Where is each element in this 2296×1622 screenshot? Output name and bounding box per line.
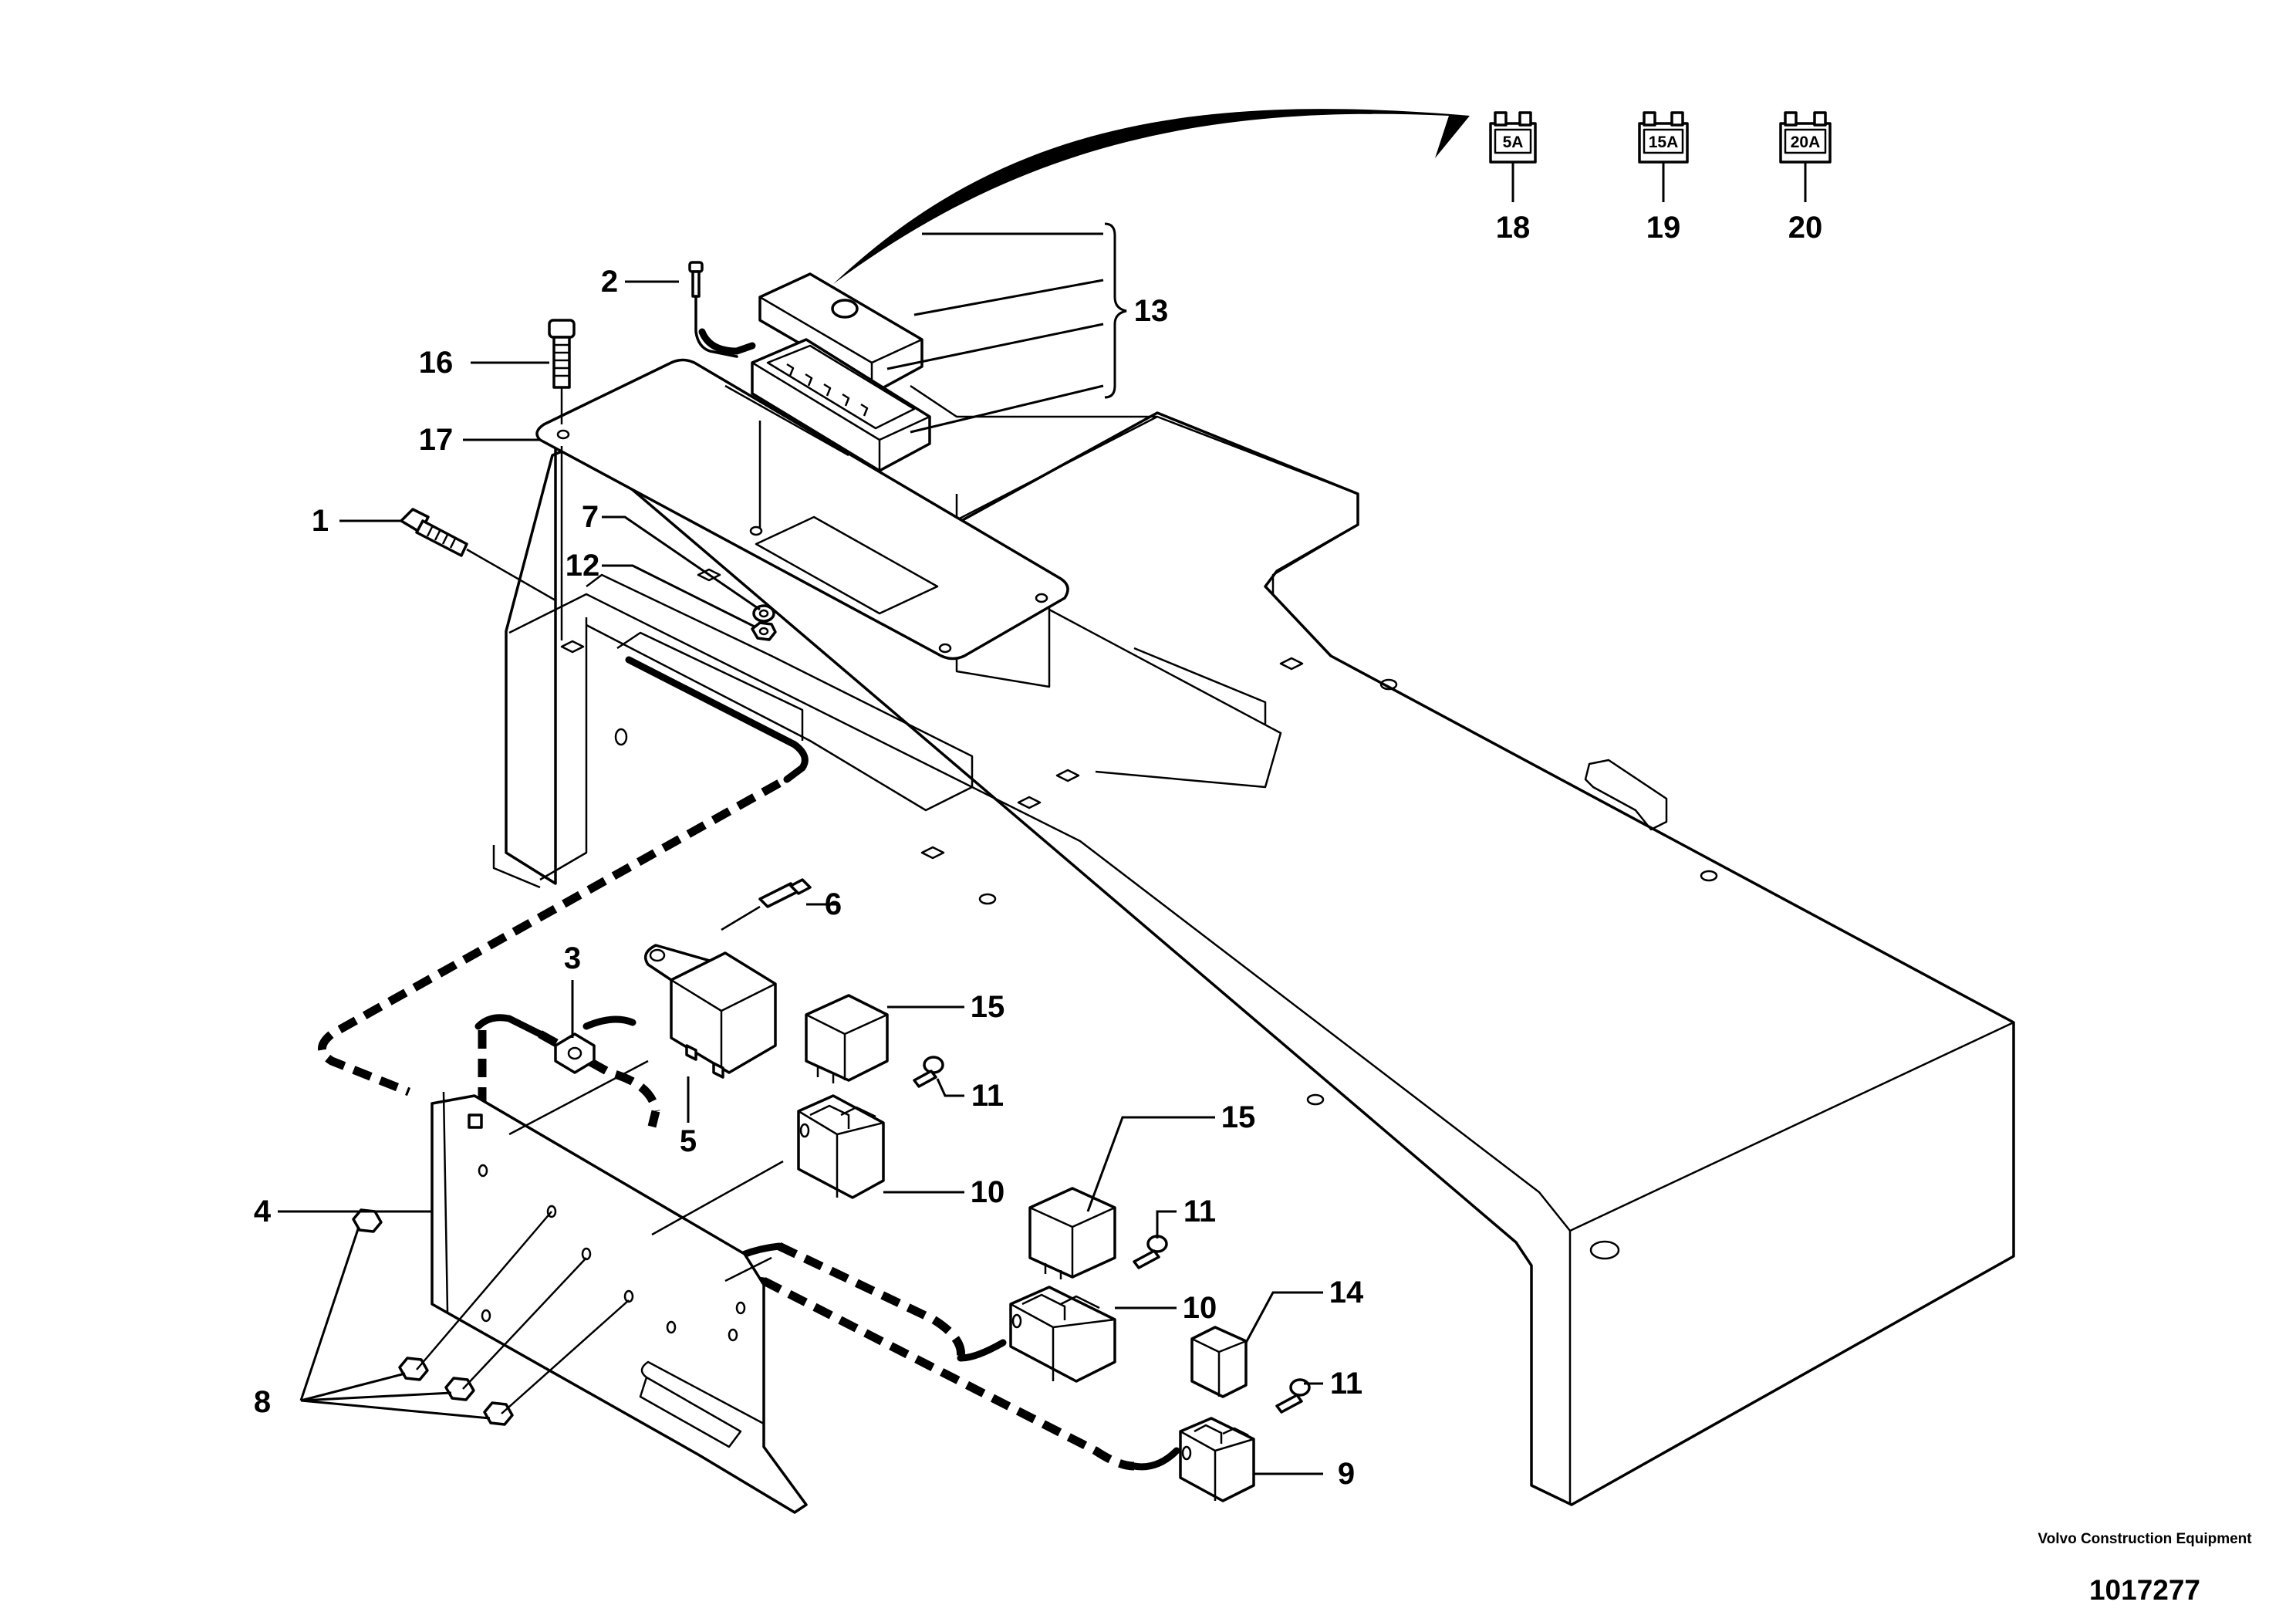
nuts-8 <box>352 1208 630 1426</box>
callout-8: 8 <box>254 1385 271 1419</box>
callout-4: 4 <box>254 1195 272 1228</box>
callout-14: 14 <box>1329 1276 1364 1309</box>
relay-5 <box>643 944 777 1079</box>
callout-20: 20 <box>1788 211 1823 245</box>
bracket-4 <box>430 1091 808 1514</box>
fuse-15a: 15A <box>1638 111 1689 202</box>
callout-10b: 10 <box>1183 1291 1217 1325</box>
nut-12 <box>751 621 777 641</box>
callout-labels: 1 2 3 4 5 6 7 8 9 10 10 11 11 11 12 13 1… <box>254 211 1822 1491</box>
fuse-box <box>751 272 931 472</box>
relay-socket-10-lower <box>1009 1286 1116 1383</box>
callout-17: 17 <box>419 423 454 457</box>
relay-15-lower <box>1028 1187 1116 1279</box>
company-name: Volvo Construction Equipment <box>2038 1531 2252 1547</box>
callout-3: 3 <box>564 941 581 975</box>
document-number: 1017277 <box>2088 1574 2201 1606</box>
relay-14 <box>1190 1326 1248 1398</box>
leader-lines <box>278 222 1323 1475</box>
screw-6-guide <box>721 905 761 931</box>
console-body <box>492 384 2015 1506</box>
callout-5: 5 <box>680 1124 697 1158</box>
callout-19: 19 <box>1646 211 1681 245</box>
callout-13: 13 <box>1134 294 1169 328</box>
screw-11-middle <box>1133 1235 1168 1269</box>
callout-1: 1 <box>312 504 329 538</box>
mounting-plate <box>535 358 1069 661</box>
relay-socket-9 <box>1179 1417 1255 1502</box>
fuse-5a-label: 5A <box>1503 133 1524 151</box>
bracket-guide-lines <box>508 1059 784 1282</box>
callout-2: 2 <box>601 265 618 299</box>
fuse-15a-label: 15A <box>1649 133 1679 151</box>
callout-15a: 15 <box>971 990 1005 1024</box>
fuse-20a: 20A <box>1779 111 1832 202</box>
screw-2 <box>688 261 738 358</box>
mounting-holes <box>614 678 1718 1260</box>
callout-16: 16 <box>419 346 454 380</box>
callout-10a: 10 <box>971 1175 1005 1209</box>
callout-6: 6 <box>825 887 842 921</box>
relay-socket-10-upper <box>797 1094 885 1199</box>
plate-guide-line <box>724 384 849 457</box>
fuse-5a: 5A <box>1489 111 1537 202</box>
bolt-16 <box>548 319 576 389</box>
clip-3 <box>554 1032 596 1074</box>
callout-9: 9 <box>1338 1457 1355 1491</box>
fusebox-wire <box>698 328 756 355</box>
callout-11a: 11 <box>971 1079 1004 1113</box>
callout-7: 7 <box>582 500 599 534</box>
callout-18: 18 <box>1496 211 1531 245</box>
fuse-20a-label: 20A <box>1791 133 1821 151</box>
fuse-arrow <box>833 109 1470 284</box>
callout-11c: 11 <box>1330 1367 1362 1401</box>
callout-11b: 11 <box>1183 1195 1216 1228</box>
relay-15-upper <box>805 994 889 1083</box>
bolt-1 <box>400 508 556 602</box>
screw-11-upper <box>913 1056 944 1088</box>
screw-6 <box>758 878 812 908</box>
callout-12: 12 <box>566 549 600 583</box>
callout-15b: 15 <box>1221 1100 1256 1134</box>
